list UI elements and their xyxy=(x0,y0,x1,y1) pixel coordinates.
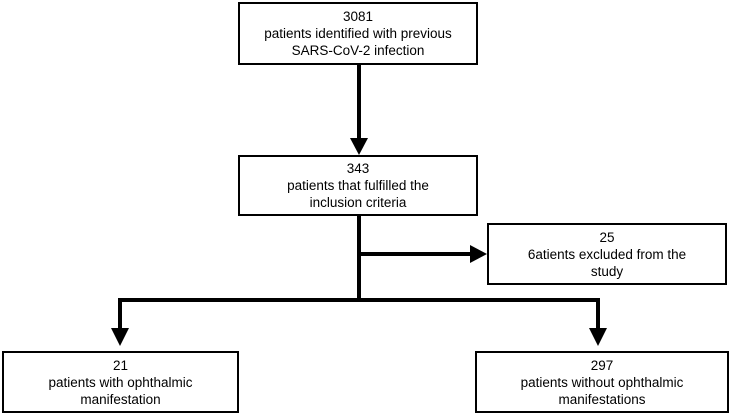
without-ophthalmic-line1: patients without ophthalmic xyxy=(520,374,684,390)
without-ophthalmic-count: 297 xyxy=(590,357,614,373)
arrowhead-to-excluded xyxy=(470,245,487,263)
excluded-count: 25 xyxy=(599,229,615,245)
arrowhead-to-with-ophthalmic xyxy=(111,328,129,346)
with-ophthalmic-line2: manifestation xyxy=(80,391,161,407)
with-ophthalmic-box: 21 patients with ophthalmic manifestatio… xyxy=(2,351,239,413)
identified-line2: SARS-CoV-2 infection xyxy=(291,43,425,58)
arrowhead-to-without-ophthalmic xyxy=(589,328,607,346)
excluded-patients-box: 25 6atients excluded from the study xyxy=(487,223,727,285)
fulfilled-criteria-box: 343 patients that fulfilled the inclusio… xyxy=(238,155,478,216)
fulfilled-count: 343 xyxy=(346,161,370,176)
fulfilled-line2: inclusion criteria xyxy=(309,195,407,210)
fulfilled-line1: patients that fulfilled the xyxy=(287,178,429,193)
excluded-line1: 6atients excluded from the xyxy=(527,246,687,262)
excluded-line2: study xyxy=(590,263,624,279)
without-ophthalmic-line2: manifestations xyxy=(558,391,646,407)
without-ophthalmic-box: 297 patients without ophthalmic manifest… xyxy=(475,351,729,413)
identified-line1: patients identified with previous xyxy=(264,26,452,41)
identified-count: 3081 xyxy=(342,9,374,24)
with-ophthalmic-line1: patients with ophthalmic xyxy=(48,374,193,390)
with-ophthalmic-count: 21 xyxy=(112,357,129,373)
identified-patients-box: 3081 patients identified with previous S… xyxy=(238,2,478,65)
arrowhead-to-fulfilled xyxy=(350,138,368,155)
